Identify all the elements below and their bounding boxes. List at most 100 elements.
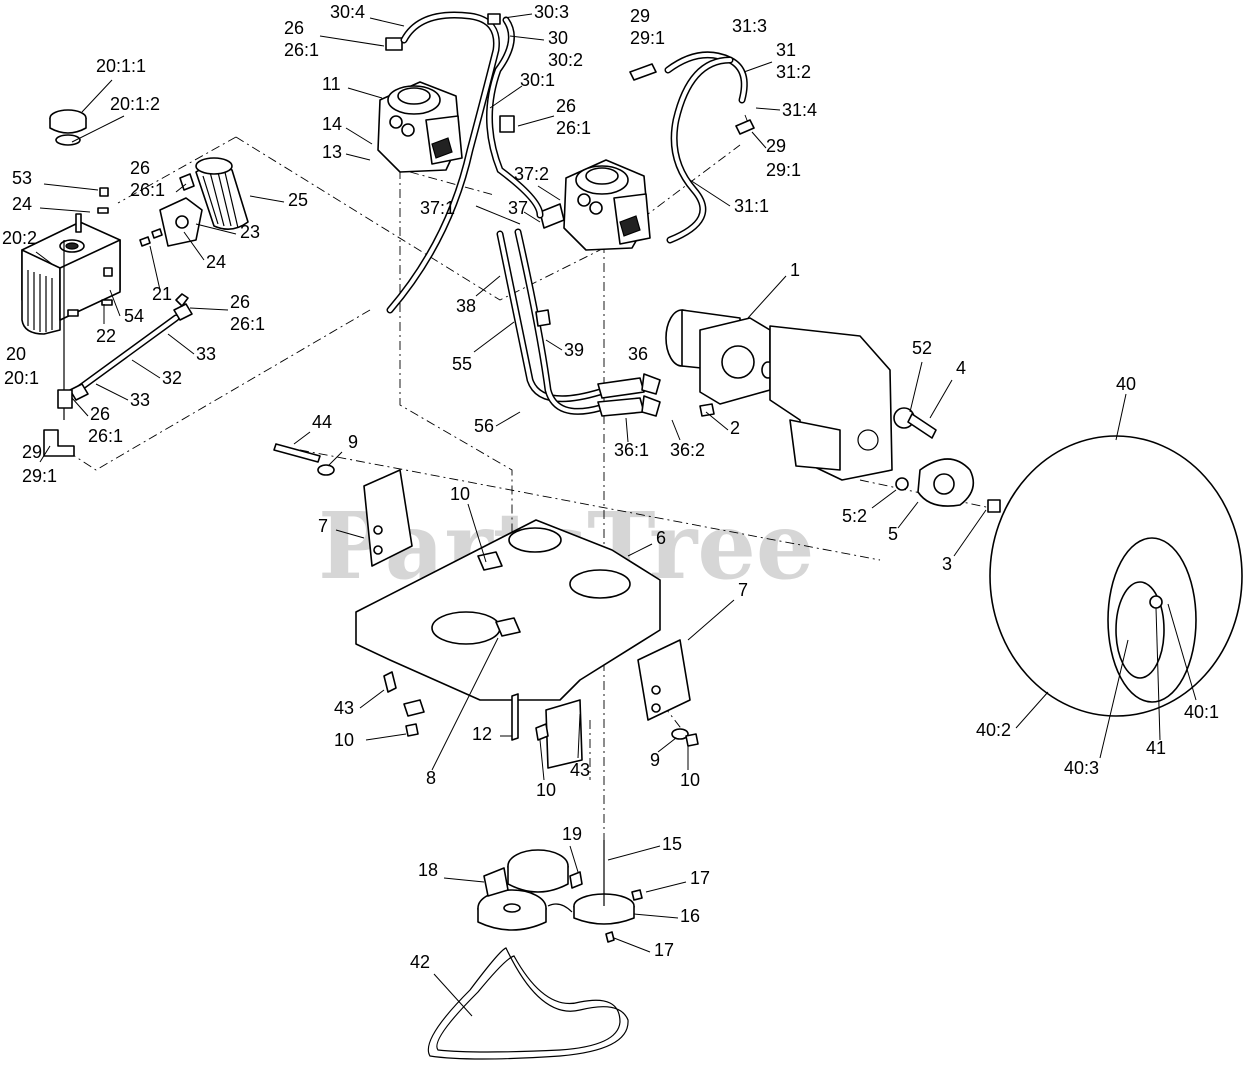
callout-55: 55: [452, 354, 472, 374]
leader-24a: [39, 207, 91, 213]
leader-18: [443, 877, 485, 883]
callout-9a: 9: [348, 432, 358, 452]
callout-6: 6: [656, 528, 666, 548]
leader-26-1b: [189, 307, 229, 311]
leader-29-1a: [39, 445, 51, 463]
leader-33a: [167, 333, 195, 355]
leader-33b: [95, 383, 129, 401]
callout-29-1a: 29:1: [22, 466, 57, 486]
leader-15: [607, 845, 661, 861]
leader-40-1: [1167, 603, 1197, 701]
leader-31-2: [743, 61, 773, 73]
elbow-fittings-left: [43, 389, 75, 457]
leader-32: [131, 359, 161, 379]
callout-2: 2: [730, 418, 740, 438]
hydraulic-pump-lower: [539, 159, 651, 251]
callout-21: 21: [152, 284, 172, 304]
leader-19: [569, 845, 579, 873]
leader-10b: [365, 733, 407, 741]
leader-42: [433, 973, 473, 1017]
callout-29c: 29: [766, 136, 786, 156]
callout-7a: 7: [318, 516, 328, 536]
callout-37: 37: [508, 198, 528, 218]
leader-9b: [657, 737, 677, 753]
callout-26-1e: 26:1: [556, 118, 591, 138]
leader-30-2: [509, 35, 545, 41]
leader-31-1: [689, 179, 731, 207]
leader-25: [249, 195, 285, 203]
callout-31: 31: [776, 40, 796, 60]
leader-37-2: [537, 185, 561, 201]
callout-20: 20: [6, 344, 26, 364]
callout-24a: 24: [12, 194, 32, 214]
wheel-hub: [895, 458, 1001, 513]
callout-30-2: 30:2: [548, 50, 583, 70]
leader-26-1d: [319, 35, 385, 47]
leader-52: [909, 361, 923, 413]
filter-head: [159, 173, 203, 247]
drive-belt: [427, 947, 629, 1060]
hoses-38-39: [496, 228, 661, 417]
callout-30-4: 30:4: [330, 2, 365, 22]
leader-55: [473, 321, 515, 353]
callout-33b: 33: [130, 390, 150, 410]
callout-20-1-2: 20:1:2: [110, 94, 160, 114]
callout-25: 25: [288, 190, 308, 210]
leader-43a: [359, 689, 385, 709]
callout-43b: 43: [570, 760, 590, 780]
callout-31-2: 31:2: [776, 62, 811, 82]
leader-39: [545, 339, 563, 351]
drive-pulley: [573, 840, 643, 943]
leader-10a: [467, 503, 487, 563]
wheel-motor: [665, 309, 775, 405]
callout-4: 4: [956, 358, 966, 378]
callout-33a: 33: [196, 344, 216, 364]
callout-37-1: 37:1: [420, 198, 455, 218]
leader-17b: [613, 937, 651, 953]
callout-44: 44: [312, 412, 332, 432]
callout-17a: 17: [690, 868, 710, 888]
leader-4: [929, 379, 953, 419]
callout-19: 19: [562, 824, 582, 844]
hydraulic-reservoir: [21, 221, 121, 420]
return-hose-32: [69, 293, 193, 401]
callout-29b: 29: [630, 6, 650, 26]
callout-29a: 29: [22, 442, 42, 462]
leader-40: [1115, 393, 1127, 441]
leader-29-1c: [751, 131, 767, 149]
leader-11: [347, 87, 383, 99]
callout-23: 23: [240, 222, 260, 242]
leader-7a: [335, 529, 365, 539]
callout-13: 13: [322, 142, 342, 162]
assembly-dash-lines: [49, 114, 1001, 840]
callout-38: 38: [456, 296, 476, 316]
callout-20-1-1: 20:1:1: [96, 56, 146, 76]
leader-26-1e: [517, 115, 555, 127]
callout-29-1c: 29:1: [766, 160, 801, 180]
callout-40-3: 40:3: [1064, 758, 1099, 778]
leader-21: [149, 245, 161, 291]
callout-53: 53: [12, 168, 32, 188]
callout-31-3: 31:3: [732, 16, 767, 36]
hose-31: [629, 51, 755, 244]
leader-44: [293, 431, 311, 445]
leader-36-2: [671, 419, 681, 441]
callout-8: 8: [426, 768, 436, 788]
oil-filter: [195, 157, 249, 230]
callout-leaders: [35, 13, 1197, 1017]
axle-hardware: [699, 403, 937, 439]
leader-3: [953, 509, 987, 557]
leader-30-1: [489, 85, 523, 109]
callout-52: 52: [912, 338, 932, 358]
leader-56: [495, 411, 521, 427]
callout-17b: 17: [654, 940, 674, 960]
leader-20-1-1: [81, 79, 113, 113]
callout-30-3: 30:3: [534, 2, 569, 22]
leader-54: [109, 289, 121, 317]
callout-16: 16: [680, 906, 700, 926]
callout-42: 42: [410, 952, 430, 972]
leader-53: [43, 183, 99, 191]
leader-6: [627, 543, 653, 557]
leader-37-1: [475, 205, 521, 225]
